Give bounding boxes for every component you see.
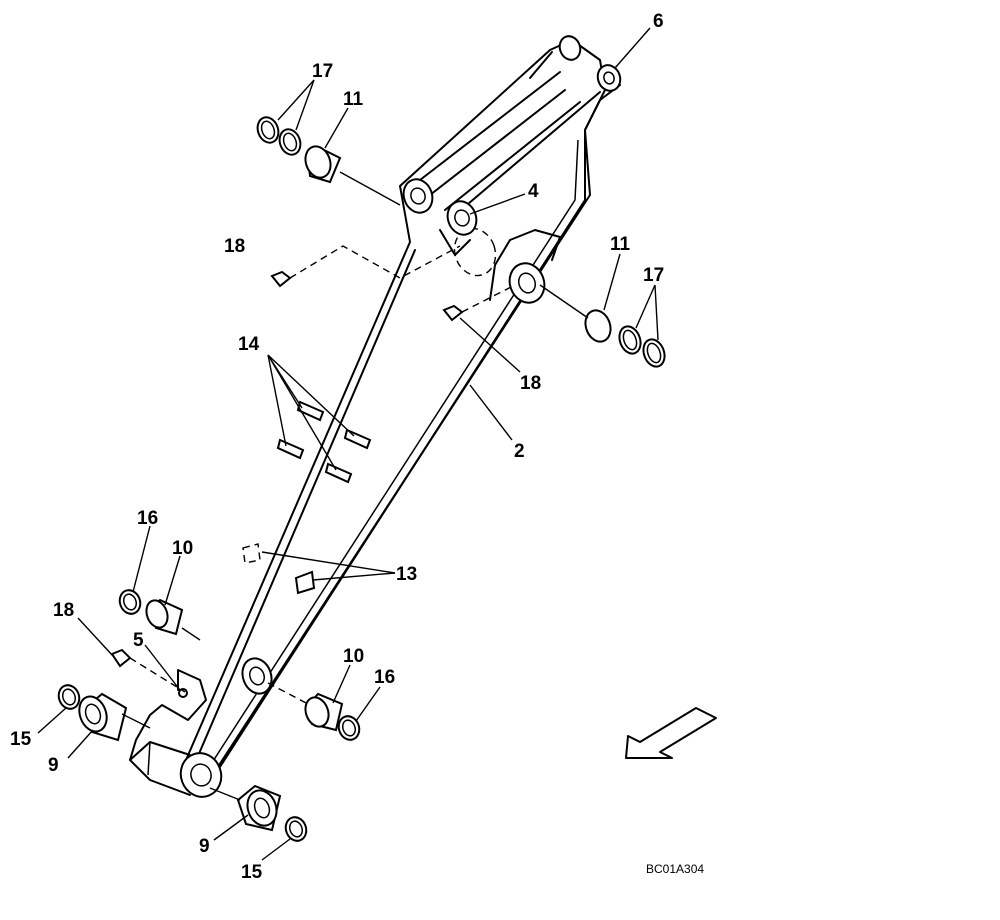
callout-9-bottom: 9	[199, 836, 210, 857]
callout-10-right: 10	[343, 646, 364, 667]
callout-5: 5	[133, 630, 144, 651]
boom-body	[129, 35, 622, 798]
callout-10-left: 10	[172, 538, 193, 559]
callout-13: 13	[396, 564, 417, 585]
callout-17-right: 17	[643, 265, 664, 286]
callout-11-right: 11	[610, 234, 631, 255]
grease-fittings-18	[110, 270, 464, 698]
callout-4: 4	[528, 181, 539, 202]
parts-left-lower	[57, 589, 184, 742]
direction-arrow-icon	[625, 707, 717, 759]
plate-13	[242, 543, 316, 595]
plate-14	[276, 400, 372, 484]
callout-14: 14	[238, 334, 260, 355]
callout-labels: 6 17 11 4 18 11 17 18 14 2 16 10 13 18 5…	[10, 11, 664, 883]
callout-18-right: 18	[520, 373, 541, 394]
parts-right	[584, 309, 666, 368]
callout-16-right: 16	[374, 667, 395, 688]
callout-6: 6	[653, 11, 664, 32]
callout-15-bottom: 15	[241, 862, 263, 883]
callout-11-top: 11	[343, 89, 364, 110]
assembly-lines	[121, 171, 589, 801]
callout-18-top: 18	[224, 236, 245, 257]
callout-18-left: 18	[53, 600, 74, 621]
drawing-code: BC01A304	[646, 862, 704, 876]
callout-2: 2	[514, 441, 525, 462]
parts-top-left	[256, 116, 342, 184]
parts-lower-right	[236, 692, 361, 842]
callout-9-left: 9	[48, 755, 59, 776]
callout-17-top: 17	[312, 61, 333, 82]
callout-16-left: 16	[137, 508, 158, 529]
callout-15-left: 15	[10, 729, 32, 750]
leader-lines	[37, 27, 659, 861]
